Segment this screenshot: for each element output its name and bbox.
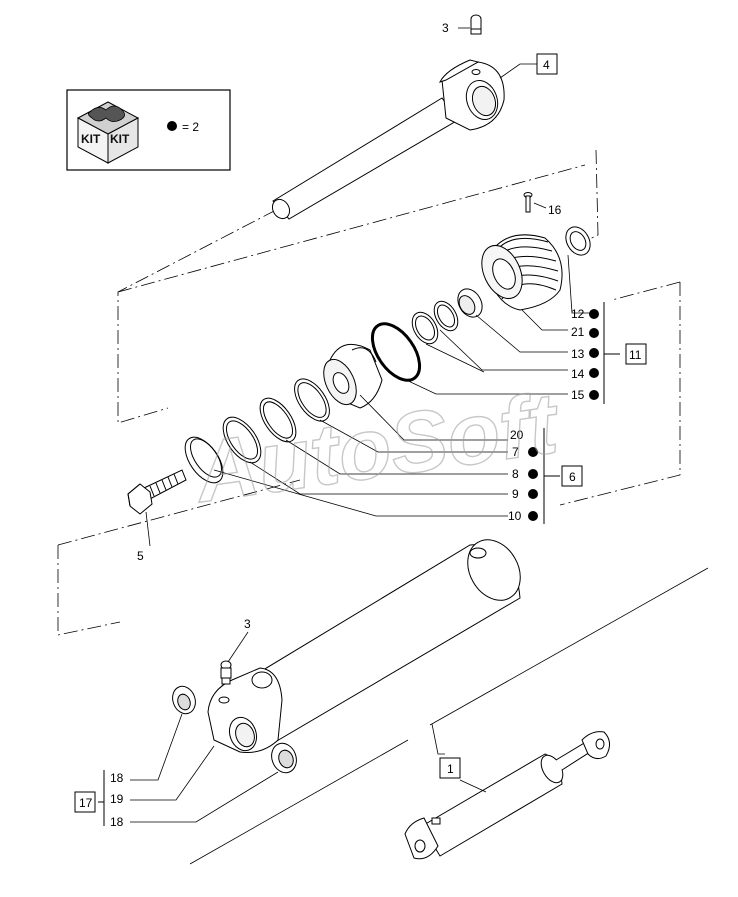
callout-4: 4 <box>543 58 550 72</box>
callout-17: 17 <box>79 796 93 810</box>
piston-seals <box>184 378 330 484</box>
callout-14: 14 <box>571 367 585 381</box>
kit-dot-icon <box>167 121 177 131</box>
seal-14 <box>411 300 459 345</box>
callout-13: 13 <box>571 347 585 361</box>
callout-15: 15 <box>571 388 585 402</box>
bracket-lines <box>98 302 620 826</box>
callout-box-6 <box>561 465 583 487</box>
kit-dot-9 <box>528 489 538 499</box>
kit-legend-text: = 2 <box>182 120 199 134</box>
kit-box-icon: KIT KIT <box>76 101 140 164</box>
kit-dot-10 <box>528 511 538 521</box>
callout-box-11 <box>625 343 647 365</box>
piston-rod <box>271 59 505 220</box>
kit-dot-21 <box>589 328 599 338</box>
ring-12 <box>565 226 591 256</box>
callout-20: 20 <box>510 428 524 442</box>
exploded-guide-lines <box>57 149 681 636</box>
callout-6: 6 <box>569 470 576 484</box>
callout-labels: 3 4 16 12 21 13 11 14 15 20 7 8 6 9 10 5… <box>79 21 642 829</box>
callout-19: 19 <box>110 792 124 806</box>
callout-16: 16 <box>548 203 562 217</box>
grease-nipple-bottom <box>220 660 232 685</box>
kit-label-left: KIT <box>81 132 101 146</box>
cylinder-barrel <box>207 539 521 753</box>
callout-box-4 <box>536 53 558 75</box>
kit-dot-15 <box>589 390 599 400</box>
watermark-text: AutoSoft <box>188 375 566 521</box>
grease-nipple-top <box>470 14 482 35</box>
callout-5: 5 <box>137 549 144 563</box>
seal-13 <box>457 288 483 318</box>
callout-12: 12 <box>571 307 585 321</box>
kit-legend: KIT KIT = 2 <box>66 89 231 171</box>
kit-member-dots <box>528 309 599 521</box>
callout-box-1 <box>439 757 461 779</box>
kit-dot-7 <box>528 447 538 457</box>
callout-8: 8 <box>512 467 519 481</box>
bolt-5 <box>127 469 187 515</box>
bolt-16 <box>523 192 533 213</box>
callout-1: 1 <box>447 762 454 776</box>
callout-21: 21 <box>571 325 585 339</box>
callout-boxes <box>74 53 647 813</box>
callout-18-bottom: 18 <box>110 815 124 829</box>
gland-head <box>481 234 563 311</box>
callout-10: 10 <box>508 509 522 523</box>
kit-dot-13 <box>589 348 599 358</box>
kit-dot-8 <box>528 469 538 479</box>
callout-9: 9 <box>512 487 519 501</box>
complete-cylinder-assembly <box>404 731 610 860</box>
leader-lines <box>130 27 709 865</box>
callout-box-17 <box>74 791 96 813</box>
kit-dot-14 <box>589 368 599 378</box>
callout-18-top: 18 <box>110 771 124 785</box>
callout-7: 7 <box>512 445 519 459</box>
piston-20 <box>323 343 383 409</box>
bushing-18-top <box>172 685 196 715</box>
bushing-18-bottom <box>271 742 297 774</box>
callout-3-top: 3 <box>442 21 449 35</box>
kit-dot-12 <box>589 309 599 319</box>
callout-11: 11 <box>629 348 642 362</box>
callout-3-bottom: 3 <box>244 617 251 631</box>
o-ring-15 <box>370 322 422 382</box>
kit-label-right: KIT <box>110 132 130 146</box>
